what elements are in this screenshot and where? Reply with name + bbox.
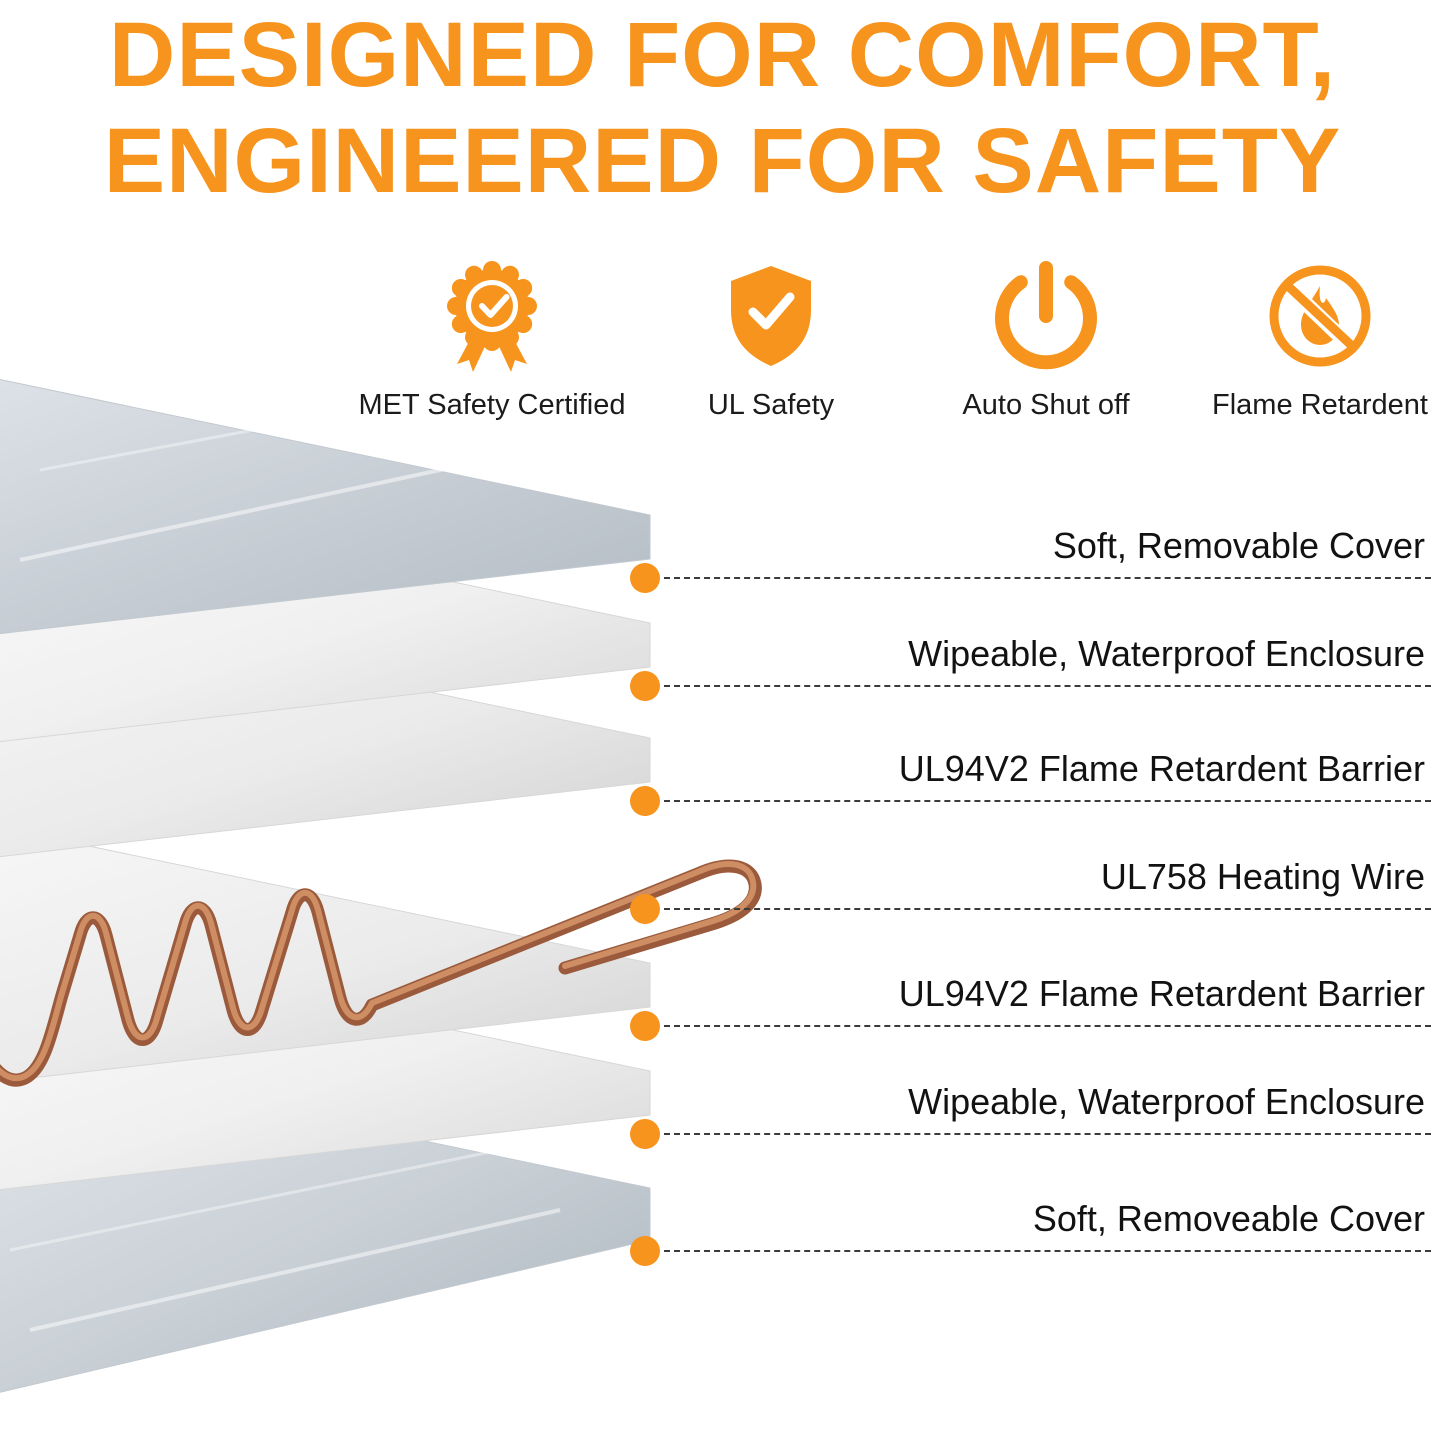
callout-row-heating-wire: UL758 Heating Wire xyxy=(630,856,1431,924)
leader-line xyxy=(630,1119,1431,1149)
badge-flame-retardent: Flame Retardent xyxy=(1170,254,1445,422)
leader-dot xyxy=(630,1236,660,1266)
badge-label-shutoff: Auto Shut off xyxy=(962,389,1130,421)
leader-dash xyxy=(664,1133,1431,1135)
callout-row-upper-barrier: UL94V2 Flame Retardent Barrier xyxy=(630,748,1431,816)
layer-label: Wipeable, Waterproof Enclosure xyxy=(908,1081,1425,1122)
leader-line xyxy=(630,671,1431,701)
leader-dash xyxy=(664,685,1431,687)
power-icon xyxy=(986,254,1106,376)
leader-dot xyxy=(630,1119,660,1149)
leader-line xyxy=(630,1011,1431,1041)
leader-line xyxy=(630,894,1431,924)
heating-wire-illustration xyxy=(0,859,762,1087)
leader-dot xyxy=(630,1011,660,1041)
layer-label: UL758 Heating Wire xyxy=(1100,856,1425,897)
badge-auto-shutoff: Auto Shut off xyxy=(896,254,1196,422)
layer-label: Wipeable, Waterproof Enclosure xyxy=(908,633,1425,674)
callout-row-lower-barrier: UL94V2 Flame Retardent Barrier xyxy=(630,973,1431,1041)
leader-dash xyxy=(664,908,1431,910)
layer-label: Soft, Removable Cover xyxy=(1052,525,1425,566)
callout-row-bottom-cover: Soft, Removeable Cover xyxy=(630,1198,1431,1266)
leader-dash xyxy=(664,577,1431,579)
title-line-2: ENGINEERED FOR SAFETY xyxy=(103,110,1342,212)
leader-line xyxy=(630,786,1431,816)
callout-row-top-cover: Soft, Removable Cover xyxy=(630,525,1431,593)
badge-label-met: MET Safety Certified xyxy=(358,389,626,421)
title-line-1: DESIGNED FOR COMFORT, xyxy=(108,4,1337,106)
layer-label: UL94V2 Flame Retardent Barrier xyxy=(898,748,1425,789)
layer-label: UL94V2 Flame Retardent Barrier xyxy=(898,973,1425,1014)
badge-met-certified: MET Safety Certified xyxy=(342,254,642,422)
leader-dash xyxy=(664,1025,1431,1027)
layer-label: Soft, Removeable Cover xyxy=(1032,1198,1425,1239)
leader-dot xyxy=(630,563,660,593)
sheet-top-cover xyxy=(0,378,651,635)
shield-check-icon xyxy=(711,254,831,376)
no-flame-icon xyxy=(1260,254,1380,376)
leader-line xyxy=(630,1236,1431,1266)
badge-label-flame: Flame Retardent xyxy=(1212,389,1428,421)
met-certified-rosette-icon xyxy=(432,254,552,376)
callout-row-upper-enclosure: Wipeable, Waterproof Enclosure xyxy=(630,633,1431,701)
leader-dash xyxy=(664,1250,1431,1252)
leader-dot xyxy=(630,786,660,816)
badge-ul-safety: UL Safety xyxy=(621,254,921,422)
leader-dot xyxy=(630,671,660,701)
leader-line xyxy=(630,563,1431,593)
badge-label-ul: UL Safety xyxy=(707,389,835,421)
callout-row-lower-enclosure: Wipeable, Waterproof Enclosure xyxy=(630,1081,1431,1149)
leader-dot xyxy=(630,894,660,924)
page-title: DESIGNED FOR COMFORT, ENGINEERED FOR SAF… xyxy=(0,2,1445,214)
leader-dash xyxy=(664,800,1431,802)
